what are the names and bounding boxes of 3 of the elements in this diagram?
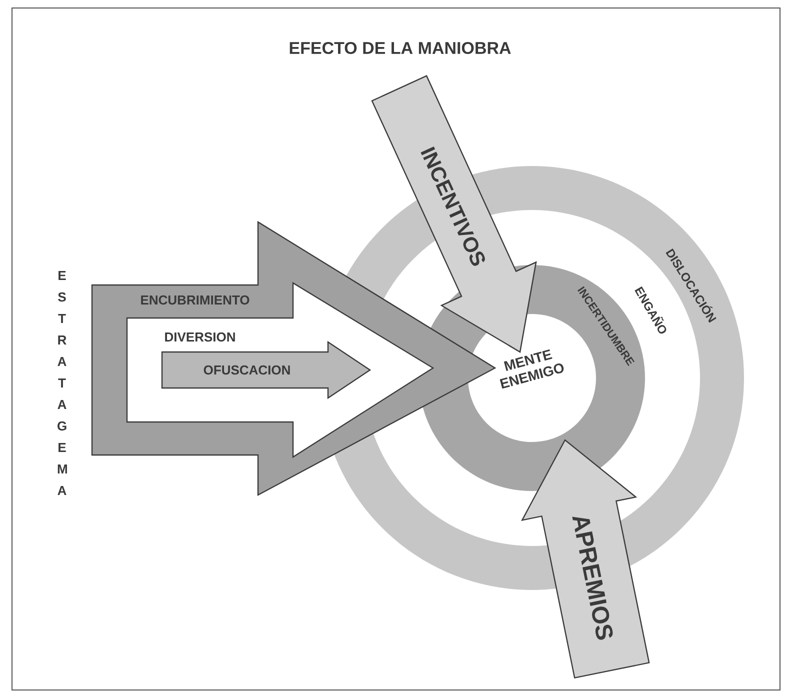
pointed-box: OFUSCACION: [161, 340, 372, 400]
title: EFECTO DE LA MANIOBRA: [290, 42, 511, 54]
vertical-label: ESTRATAGEMA: [58, 271, 67, 495]
